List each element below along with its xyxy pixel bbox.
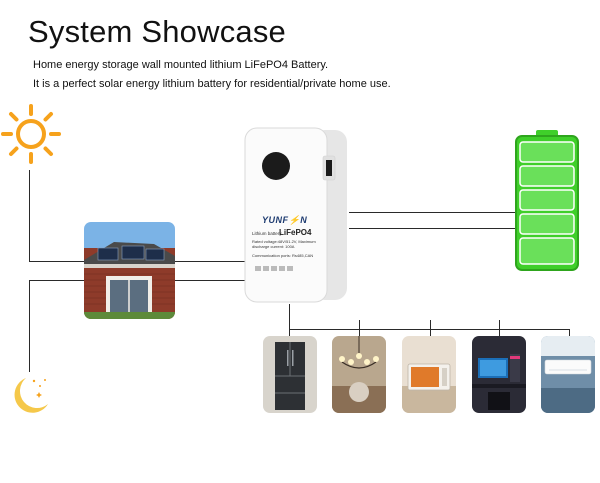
solar-house-photo: [84, 222, 175, 319]
connector-drop-5: [569, 329, 570, 337]
battery-spec-ports: Communication ports: Rs485,CAN: [252, 253, 314, 258]
subtitle-line-1: Home energy storage wall mounted lithium…: [33, 59, 329, 71]
battery-type-label: Lithium battery: [252, 231, 282, 236]
connector-drop-3: [430, 320, 431, 337]
air-conditioner-photo: [541, 336, 595, 413]
refrigerator-photo: [263, 336, 317, 413]
battery-model-label: LiFePO4: [279, 228, 312, 237]
computer-photo: [472, 336, 526, 413]
battery-spec-rated: Rated voltage:48V/51.2V, Maximum dischar…: [252, 239, 316, 249]
battery-brand-logo: YUNF⚡N: [262, 215, 308, 225]
moon-icon: [14, 378, 49, 413]
connector-load-bus: [289, 329, 570, 330]
connector-drop-2: [359, 320, 360, 337]
subtitle-line-2: It is a perfect solar energy lithium bat…: [33, 78, 391, 90]
page-title: System Showcase: [28, 14, 286, 49]
microwave-photo: [402, 336, 456, 413]
battery-level-icon: [515, 130, 579, 271]
connector-drop-1: [289, 329, 290, 337]
connector-sun-vertical: [29, 170, 30, 262]
connector-moon-vertical: [29, 280, 30, 372]
chandelier-photo: [332, 336, 386, 413]
connector-battery-lower: [349, 228, 519, 229]
connector-drop-4: [499, 320, 500, 337]
connector-load-trunk: [289, 304, 290, 330]
connector-battery-upper: [349, 212, 519, 213]
lithium-battery-unit: [243, 126, 349, 304]
sun-icon: [1, 104, 61, 164]
